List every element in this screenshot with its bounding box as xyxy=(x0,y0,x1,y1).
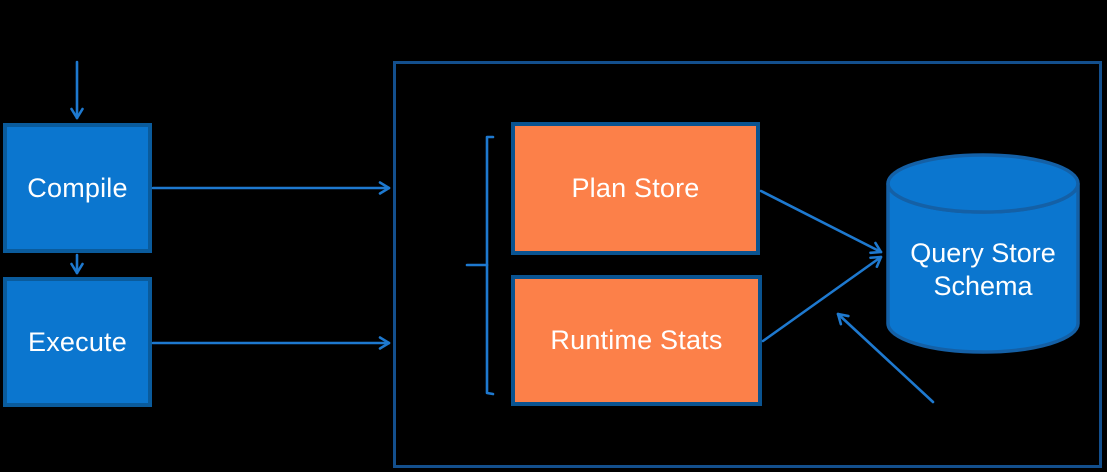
query-store-container xyxy=(393,61,1102,468)
compile-label: Compile xyxy=(27,172,128,203)
execute-label: Execute xyxy=(28,326,127,357)
runtime-stats-node: Runtime Stats xyxy=(511,275,762,406)
runtime-stats-label: Runtime Stats xyxy=(550,325,723,355)
compile-node: Compile xyxy=(3,123,152,253)
query-store-schema-label: Query Store Schema xyxy=(910,238,1056,301)
plan-store-node: Plan Store xyxy=(511,122,760,255)
execute-node: Execute xyxy=(3,277,152,407)
plan-store-label: Plan Store xyxy=(571,173,700,203)
